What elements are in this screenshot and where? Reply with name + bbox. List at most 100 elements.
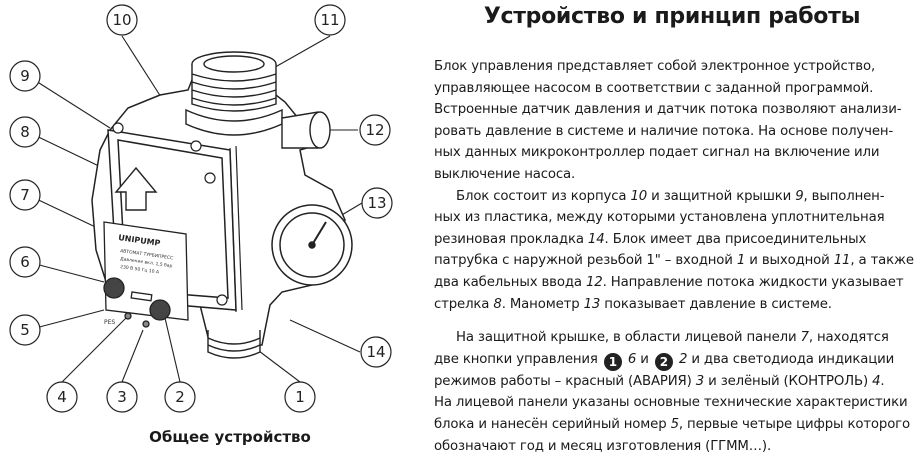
text-run: стрелка	[434, 296, 494, 312]
ref-number: 3	[695, 373, 705, 389]
text-run: Блок состоит из корпуса	[456, 188, 631, 204]
ref-number: 11	[833, 253, 851, 269]
ref-number: 6	[627, 351, 637, 367]
ref-number: 4	[872, 373, 881, 389]
front-panel-7	[103, 221, 189, 321]
text-line: резиновая прокладка 14. Блок имеет два п…	[434, 229, 916, 251]
description-text: Блок управления представляет собой элект…	[434, 56, 916, 457]
text-run: , выполнен-	[803, 188, 885, 204]
text-run: блока и нанесён серийный номер	[434, 416, 671, 432]
callout-label: 10	[112, 11, 131, 29]
callout-8: 8	[9, 116, 41, 148]
callout-label: 2	[175, 388, 185, 406]
text-line: выключение насоса.	[434, 166, 576, 182]
text-run: , первые четыре цифры которого	[678, 416, 911, 432]
callout-10: 10	[106, 4, 138, 36]
text-run: На защитной крышке, в области лицевой па…	[456, 330, 801, 346]
callout-label: 5	[20, 321, 30, 339]
text-line: На лицевой панели указаны основные техни…	[434, 395, 908, 411]
text-line: ных из пластика, между которыми установл…	[434, 210, 885, 226]
text-run: резиновая прокладка	[434, 231, 588, 247]
callout-12: 12	[359, 114, 391, 146]
callout-label: 7	[20, 186, 30, 204]
callout-label: 4	[57, 388, 67, 406]
manometer-13	[271, 204, 353, 286]
text-line: Блок управления представляет собой элект…	[434, 59, 876, 74]
inlet-fitting-1	[207, 330, 261, 359]
ref-number: 10	[630, 188, 648, 204]
callout-bubbles: 1 2 3 4 5 6 7 8 9 10 11 12 13 14	[9, 4, 393, 413]
panel-controls	[103, 277, 171, 328]
paragraph-2: Блок состоит из корпуса 10 и защитной кр…	[434, 186, 916, 316]
text-run: . Манометр	[501, 296, 584, 312]
text-run: .	[880, 373, 885, 389]
panel-text-line: 230 В 50 Гц 10 А	[120, 264, 161, 276]
callout-label: 12	[365, 121, 384, 139]
callout-9: 9	[9, 60, 41, 92]
callout-2: 2	[164, 381, 196, 413]
text-line: На защитной крышке, в области лицевой па…	[434, 327, 916, 349]
button-6	[103, 277, 125, 299]
text-run: показывает давление в системе.	[600, 296, 832, 312]
callout-1: 1	[284, 381, 316, 413]
callout-label: 11	[320, 11, 339, 29]
device-diagram: UNIPUMP АВТОМАТ ТУРБИПРЕСС Давление вкл.…	[9, 4, 393, 413]
callout-label: 14	[366, 343, 385, 361]
text-line: обозначают год и месяц изготовления (ГГМ…	[434, 438, 772, 454]
callout-label: 9	[20, 67, 30, 85]
callout-label: 8	[20, 123, 30, 141]
paragraph-1: Блок управления представляет собой элект…	[434, 56, 916, 186]
paragraph-gap	[434, 315, 916, 327]
screws	[112, 122, 228, 306]
text-line: управляющее насосом в соответствии с зад…	[434, 80, 874, 96]
ref-number: 7	[800, 330, 809, 346]
text-line: Встроенные датчик давления и датчик пото…	[434, 102, 902, 118]
text-run: и	[636, 351, 653, 367]
led-green-4	[142, 320, 150, 328]
text-run: . Направление потока жидкости указывает	[602, 274, 904, 290]
text-line: Блок состоит из корпуса 10 и защитной кр…	[434, 186, 916, 208]
serial-number-5	[130, 291, 153, 302]
button-1-badge: 1	[603, 352, 622, 371]
text-run: две кнопки управления	[434, 351, 602, 367]
callout-11: 11	[314, 4, 346, 36]
panel-text: АВТОМАТ ТУРБИПРЕСС Давление вкл. 1,5 бар…	[120, 248, 174, 276]
ref-number: 1	[736, 253, 746, 269]
text-run: . Блок имеет два присоединительных	[604, 231, 867, 247]
text-run: и выходной	[745, 253, 834, 269]
text-run: и зелёный (КОНТРОЛЬ)	[704, 373, 873, 389]
callout-5: 5	[9, 314, 41, 346]
text-line: ровать давление в системе и наличие пото…	[434, 123, 894, 139]
text-run: , находятся	[808, 330, 889, 346]
ref-number: 9	[795, 188, 804, 204]
callout-14: 14	[360, 336, 392, 368]
led-red-3	[124, 312, 132, 320]
callout-label: 13	[367, 194, 386, 212]
callout-3: 3	[106, 381, 138, 413]
text-run: два кабельных ввода	[434, 274, 586, 290]
ref-number: 8	[493, 296, 502, 312]
button-2	[149, 299, 171, 321]
text-run: и два светодиода индикации	[687, 351, 895, 367]
text-line: блока и нанесён серийный номер 5, первые…	[434, 414, 916, 436]
callout-7: 7	[9, 179, 41, 211]
text-line: патрубка с наружной резьбой 1" – входной…	[434, 250, 916, 272]
callout-4: 4	[46, 381, 78, 413]
gasket-14	[229, 145, 243, 313]
ref-number: 2	[678, 351, 688, 367]
text-line: стрелка 8. Манометр 13 показывает давлен…	[434, 294, 916, 316]
outlet-fitting-11	[185, 51, 283, 136]
panel-side-label: РЕS	[104, 319, 115, 326]
text-run: и защитной крышки	[647, 188, 796, 204]
callout-6: 6	[9, 246, 41, 278]
page-title: Устройство и принцип работы	[483, 4, 861, 29]
cable-gland-12	[281, 111, 331, 149]
text-line: два кабельных ввода 12. Направление пото…	[434, 272, 916, 294]
ref-number: 12	[585, 274, 603, 290]
text-line: ных данных микроконтроллер подает сигнал…	[434, 145, 880, 161]
callout-label: 3	[117, 388, 127, 406]
ref-number: 14	[587, 231, 605, 247]
text-run: режимов работы – красный (АВАРИЯ)	[434, 373, 696, 389]
callout-13: 13	[361, 187, 393, 219]
text-run: , а также	[850, 253, 914, 269]
